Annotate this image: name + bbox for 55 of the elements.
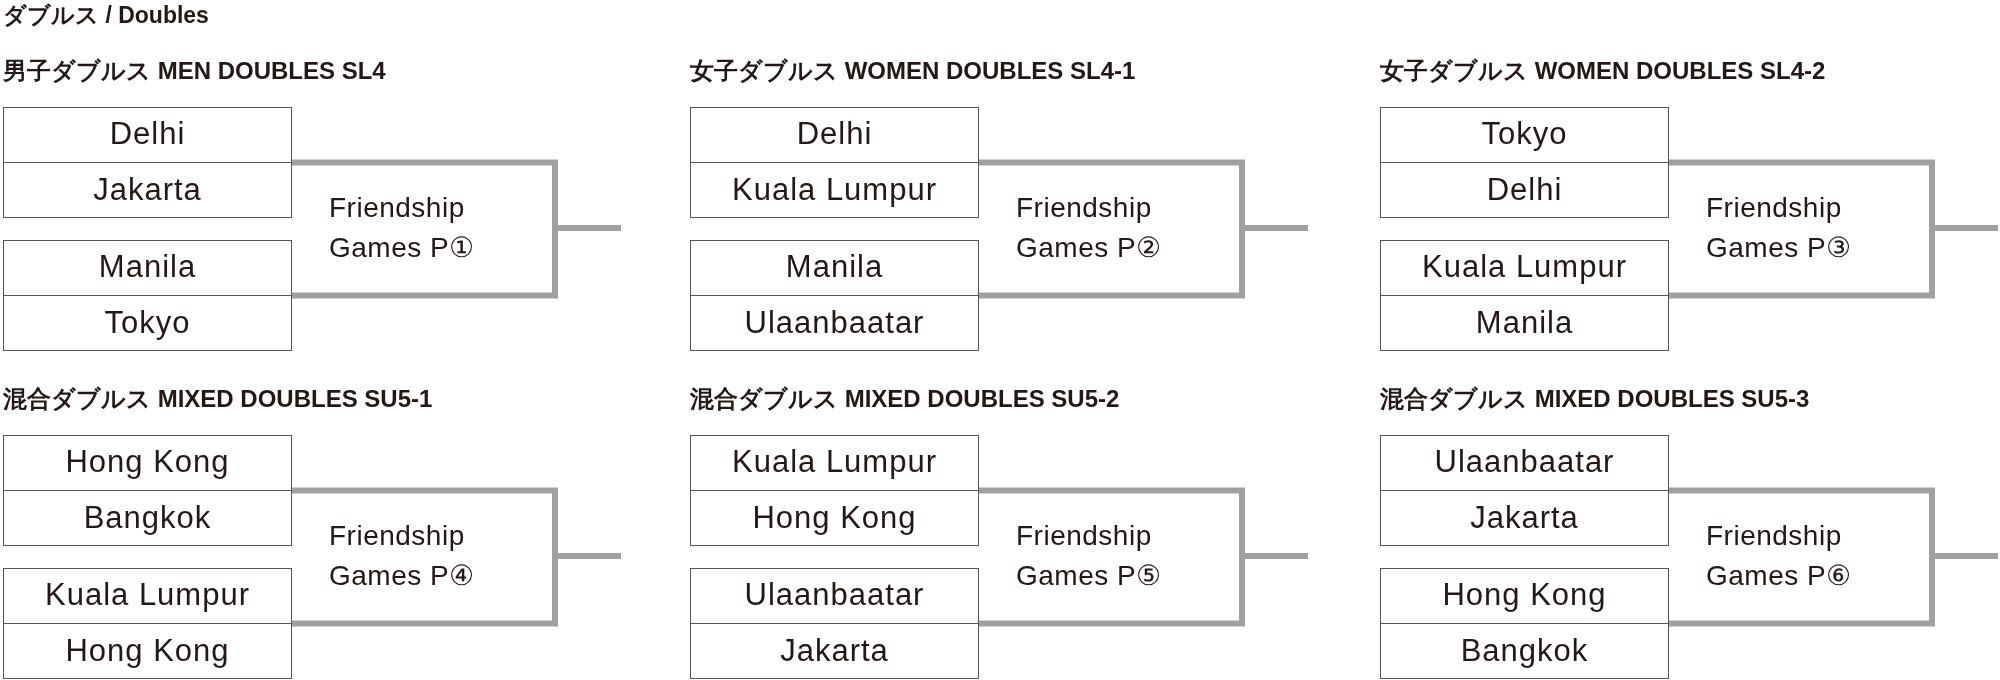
pair-box xyxy=(690,107,979,218)
section-heading: 女子ダブルス WOMEN DOUBLES SL4-2 xyxy=(1380,56,1826,86)
pair-box xyxy=(690,568,979,679)
section-heading: 混合ダブルス MIXED DOUBLES SU5-3 xyxy=(1380,384,1810,414)
pair-box xyxy=(690,435,979,546)
team-name: Jakarta xyxy=(691,623,978,678)
match-label: Friendship Games P② xyxy=(1016,191,1163,265)
team-name: Kuala Lumpur xyxy=(1381,239,1668,295)
section-heading: 混合ダブルス MIXED DOUBLES SU5-1 xyxy=(3,384,433,414)
team-name: Manila xyxy=(4,239,291,295)
bracket-line xyxy=(1669,225,1998,299)
pair-box xyxy=(3,568,292,679)
section-heading: 女子ダブルス WOMEN DOUBLES SL4-1 xyxy=(690,56,1136,86)
match-label: Friendship Games P④ xyxy=(329,519,476,593)
bracket-line xyxy=(292,225,621,299)
team-name: Bangkok xyxy=(1381,623,1668,678)
section-heading: 混合ダブルス MIXED DOUBLES SU5-2 xyxy=(690,384,1120,414)
match-label: Friendship Games P⑤ xyxy=(1016,519,1163,593)
pair-box xyxy=(1380,240,1669,351)
team-name: Jakarta xyxy=(4,162,291,217)
match-label: Friendship Games P① xyxy=(329,191,476,265)
team-name: Delhi xyxy=(691,106,978,162)
bracket-line xyxy=(1669,553,1998,627)
team-name: Hong Kong xyxy=(4,623,291,678)
team-name: Hong Kong xyxy=(4,434,291,490)
team-name: Bangkok xyxy=(4,490,291,545)
pair-box xyxy=(1380,568,1669,679)
bracket-line xyxy=(292,553,621,627)
pair-box xyxy=(3,107,292,218)
team-name: Delhi xyxy=(4,106,291,162)
page-title: ダブルス / Doubles xyxy=(3,1,209,30)
team-name: Hong Kong xyxy=(691,490,978,545)
team-name: Delhi xyxy=(1381,162,1668,217)
section-heading: 男子ダブルス MEN DOUBLES SL4 xyxy=(3,56,386,86)
pair-box xyxy=(3,240,292,351)
team-name: Hong Kong xyxy=(1381,567,1668,623)
team-name: Tokyo xyxy=(1381,106,1668,162)
team-name: Kuala Lumpur xyxy=(691,162,978,217)
team-name: Manila xyxy=(1381,295,1668,350)
match-label: Friendship Games P③ xyxy=(1706,191,1853,265)
team-name: Ulaanbaatar xyxy=(691,567,978,623)
team-name: Kuala Lumpur xyxy=(4,567,291,623)
team-name: Kuala Lumpur xyxy=(691,434,978,490)
bracket-line xyxy=(979,225,1308,299)
team-name: Ulaanbaatar xyxy=(691,295,978,350)
team-name: Manila xyxy=(691,239,978,295)
bracket-line xyxy=(979,553,1308,627)
pair-box xyxy=(1380,107,1669,218)
pair-box xyxy=(690,240,979,351)
team-name: Ulaanbaatar xyxy=(1381,434,1668,490)
team-name: Tokyo xyxy=(4,295,291,350)
match-label: Friendship Games P⑥ xyxy=(1706,519,1853,593)
pair-box xyxy=(3,435,292,546)
pair-box xyxy=(1380,435,1669,546)
team-name: Jakarta xyxy=(1381,490,1668,545)
